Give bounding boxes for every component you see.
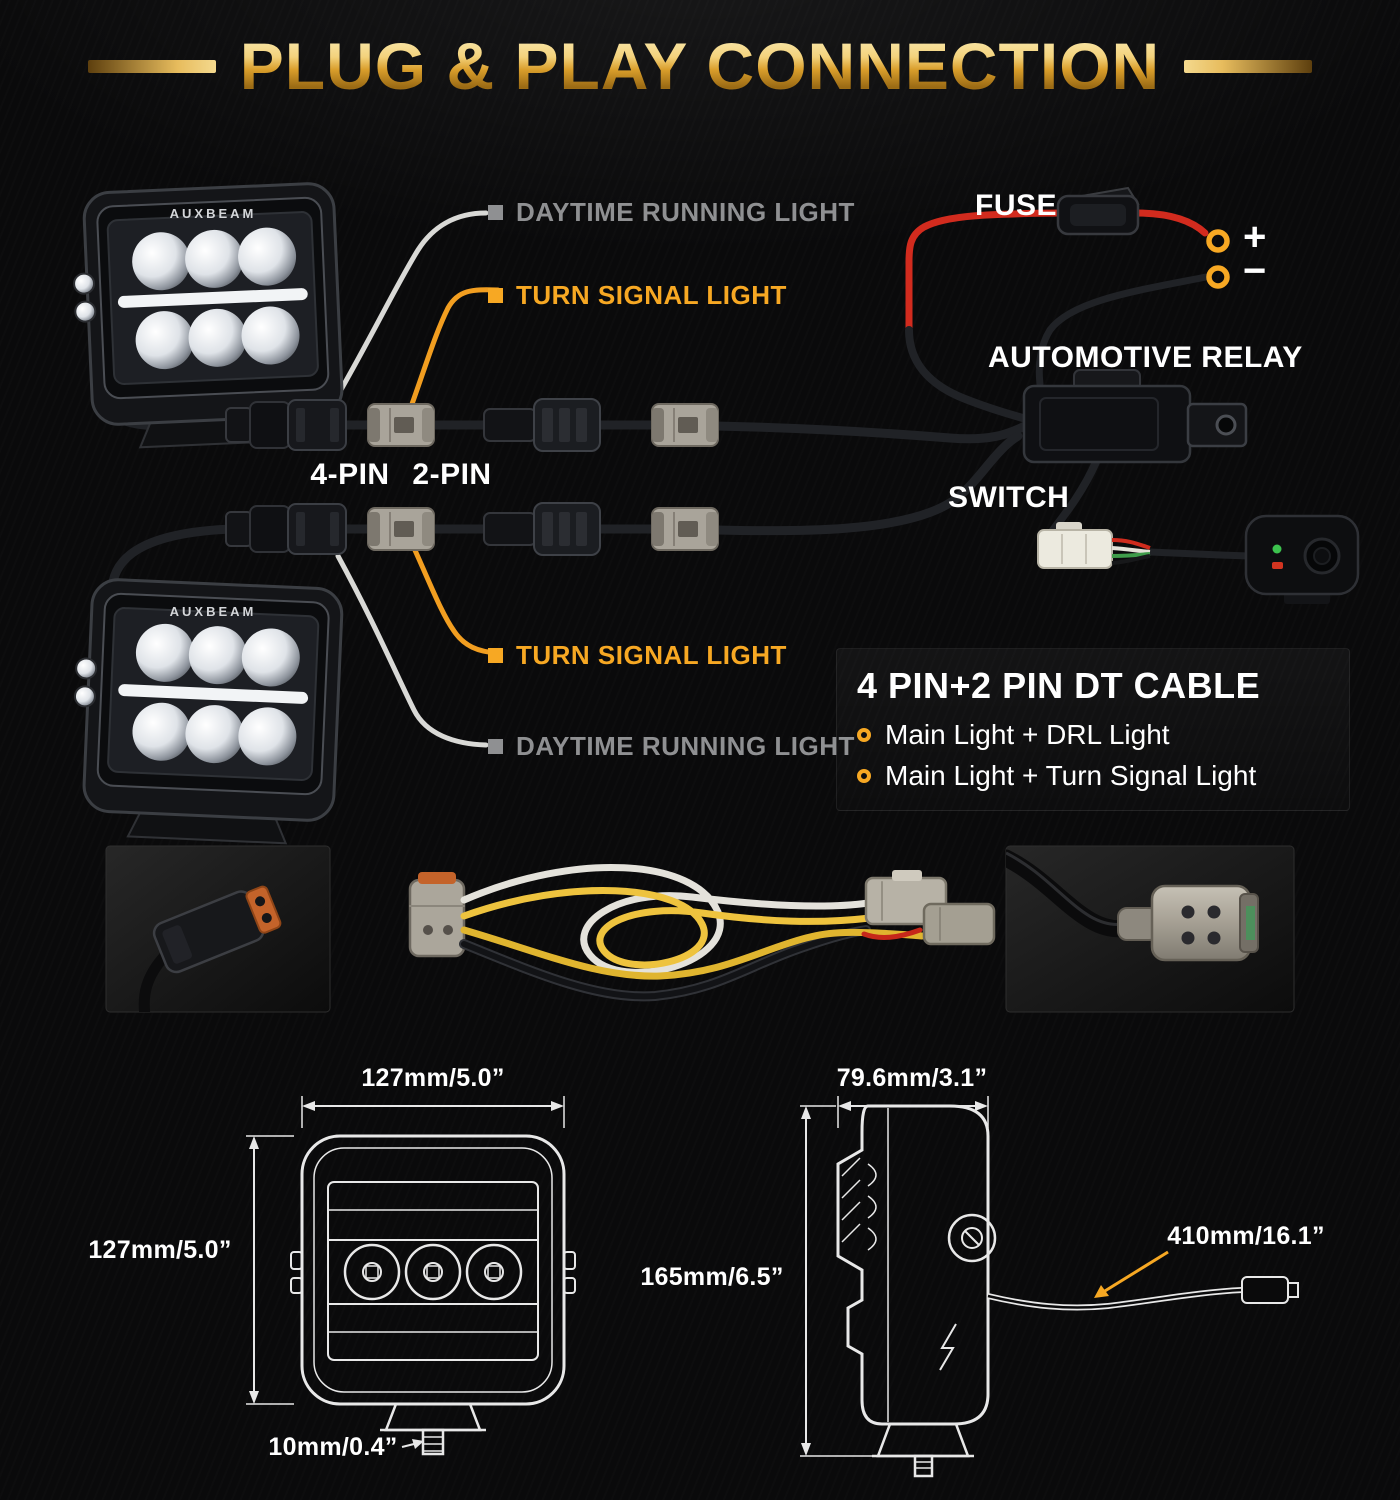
label-text: DAYTIME RUNNING LIGHT (516, 731, 855, 761)
front-dimension-lines (246, 1096, 565, 1449)
label-text: TURN SIGNAL LIGHT (516, 280, 787, 310)
relay-illustration (1022, 369, 1248, 464)
label-positive: + (1243, 215, 1267, 259)
cable-info-title: 4 PIN+2 PIN DT CABLE (857, 665, 1261, 706)
dimension-side-height: 165mm/6.5” (640, 1263, 784, 1291)
positive-terminal-icon (1206, 229, 1230, 253)
cable-length-pointer (1094, 1250, 1169, 1298)
orange-ring-bullet-icon (857, 769, 871, 783)
negative-terminal-icon (1206, 265, 1230, 289)
side-dimension-lines (800, 1096, 989, 1457)
header: PLUG & PLAY CONNECTION (0, 28, 1400, 104)
label-switch: SWITCH (948, 481, 1070, 514)
label-text: TURN SIGNAL LIGHT (516, 640, 787, 670)
label-daytime-running-light-top: DAYTIME RUNNING LIGHT (488, 197, 855, 228)
dimension-front-height: 127mm/5.0” (88, 1236, 232, 1264)
label-2-pin: 2-PIN (412, 458, 492, 491)
label-4-pin: 4-PIN (310, 458, 390, 491)
photo-right-connector (1005, 845, 1295, 1013)
cable-info-item: Main Light + DRL Light (857, 719, 1329, 751)
dimension-side-depth: 79.6mm/3.1” (836, 1064, 988, 1092)
label-automotive-relay: AUTOMOTIVE RELAY (988, 341, 1303, 374)
fuse-holder (1056, 186, 1140, 236)
side-view-cable (987, 1276, 1299, 1311)
cable-info-box: 4 PIN+2 PIN DT CABLE Main Light + DRL Li… (836, 648, 1350, 811)
label-turn-signal-light-top: TURN SIGNAL LIGHT (488, 280, 787, 311)
cable-info-item: Main Light + Turn Signal Light (857, 760, 1329, 792)
brand-text-bottom: AUXBEAM (170, 604, 257, 619)
dimension-cable-length: 410mm/16.1” (1167, 1222, 1325, 1250)
dimension-stud: 10mm/0.4” (268, 1433, 398, 1461)
photo-wire-harness (408, 863, 996, 1002)
connector-dt-gray-row1-b (651, 403, 719, 447)
title-decor-right (1184, 59, 1313, 73)
cable-info-item-text: Main Light + Turn Signal Light (885, 760, 1257, 791)
connector-dt-gray-row2-b (651, 507, 719, 551)
connector-dt-gray-row2-a (367, 507, 435, 551)
label-fuse: FUSE (975, 189, 1058, 222)
switch-connector (1037, 522, 1151, 569)
switch-illustration (1244, 514, 1360, 604)
connector-4pin-black-row1 (225, 399, 347, 451)
connector-dt-gray-row1-a (367, 403, 435, 447)
orange-wire-bullet-icon (488, 648, 503, 663)
side-view-drawing (836, 1104, 997, 1478)
cable-info-item-text: Main Light + DRL Light (885, 719, 1170, 750)
label-negative: − (1243, 249, 1267, 293)
brand-text-top: AUXBEAM (170, 206, 257, 221)
connector-2pin-black-row1 (483, 398, 601, 452)
label-turn-signal-light-bottom: TURN SIGNAL LIGHT (488, 640, 787, 671)
label-daytime-running-light-bottom: DAYTIME RUNNING LIGHT (488, 731, 855, 762)
dimension-front-width: 127mm/5.0” (361, 1064, 505, 1092)
photo-left-connector (105, 845, 331, 1013)
label-text: DAYTIME RUNNING LIGHT (516, 197, 855, 227)
gray-wire-bullet-icon (488, 739, 503, 754)
connector-4pin-black-row2 (225, 503, 347, 555)
orange-ring-bullet-icon (857, 728, 871, 742)
orange-wire-bullet-icon (488, 288, 503, 303)
gray-wire-bullet-icon (488, 205, 503, 220)
connector-2pin-black-row2 (483, 502, 601, 556)
page-title: PLUG & PLAY CONNECTION (239, 29, 1161, 103)
front-view-drawing (290, 1134, 576, 1456)
title-decor-left (87, 59, 216, 73)
